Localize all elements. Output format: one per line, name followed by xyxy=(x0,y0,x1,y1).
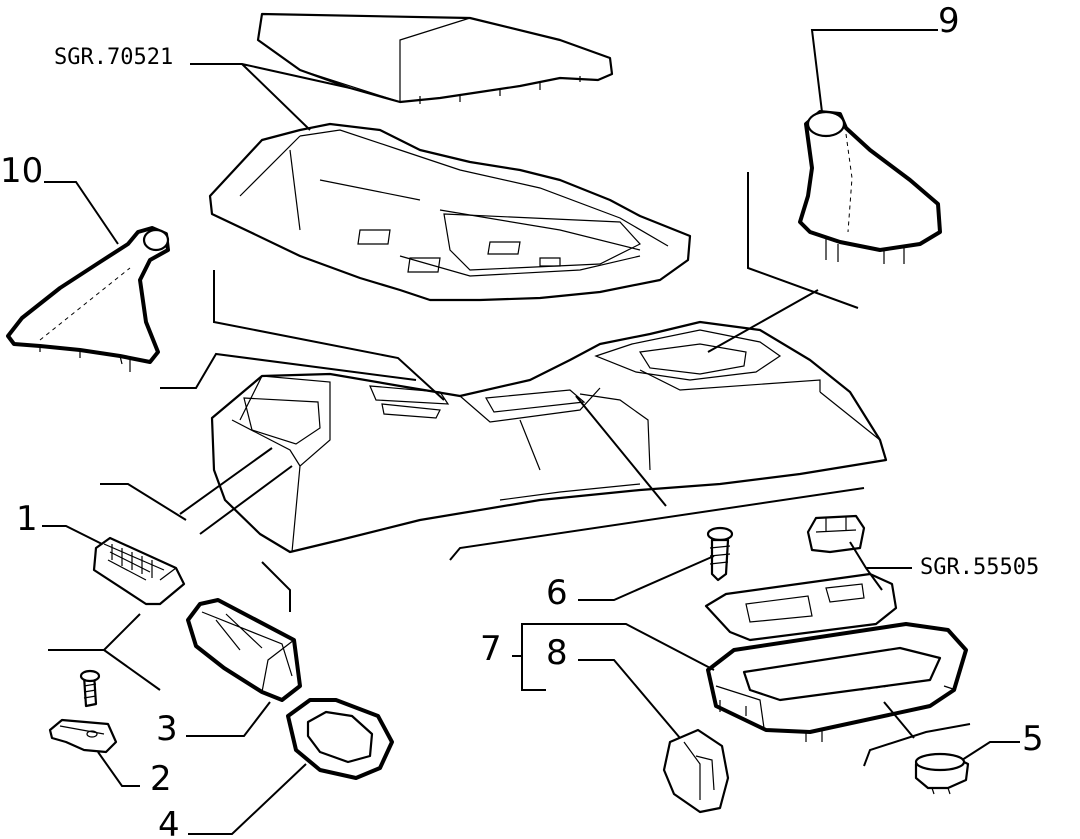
part-4-trim-ring xyxy=(286,698,394,780)
centre-console xyxy=(210,320,888,554)
ref-sgr-55505: SGR.55505 xyxy=(920,555,1039,580)
callout-2: 2 xyxy=(150,759,172,799)
callout-10: 10 xyxy=(0,151,43,191)
switch-bezel xyxy=(704,572,898,642)
part-6-screw xyxy=(706,526,734,582)
part-8-bracket-clip xyxy=(662,728,730,814)
callout-4: 4 xyxy=(158,805,180,839)
callout-6: 6 xyxy=(546,573,568,613)
part-7-storage-tray xyxy=(706,622,968,742)
tunnel-cover-upper xyxy=(256,12,614,104)
callout-labels: SGR.70521 SGR.55505 10 9 1 2 3 4 5 6 7 8 xyxy=(0,1,1044,839)
tunnel-tray xyxy=(208,122,692,302)
leader-lines xyxy=(42,29,1020,835)
part-9-gear-boot xyxy=(798,110,942,264)
callout-5: 5 xyxy=(1022,719,1044,759)
callout-9: 9 xyxy=(938,1,960,41)
window-switch xyxy=(806,514,866,554)
part-3-ashtray-cup xyxy=(186,598,302,702)
callout-7: 7 xyxy=(480,629,502,669)
ref-sgr-70521: SGR.70521 xyxy=(54,45,173,70)
callout-3: 3 xyxy=(156,709,178,749)
part-5-plug-cap xyxy=(914,752,970,795)
part-2-clip-and-screw xyxy=(48,669,118,754)
callout-8: 8 xyxy=(546,633,568,673)
part-10-handbrake-boot xyxy=(6,226,170,372)
part-1-ashtray-insert xyxy=(92,536,186,606)
callout-1: 1 xyxy=(16,499,38,539)
